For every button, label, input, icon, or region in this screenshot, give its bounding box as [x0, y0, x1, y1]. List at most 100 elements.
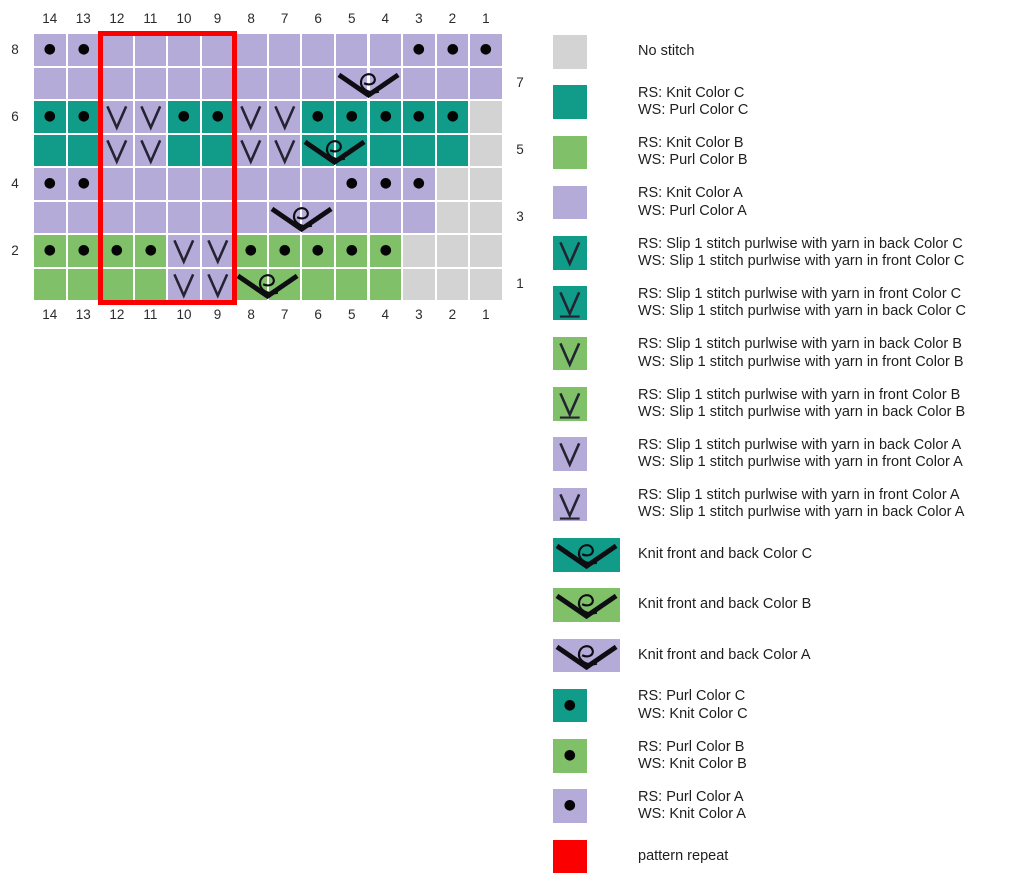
column-label-bottom: 9	[213, 306, 222, 322]
column-label-top: 6	[314, 11, 322, 26]
chart-cell-row7-col3	[402, 66, 436, 101]
legend-swatch	[553, 387, 587, 421]
legend-item: RS: Slip 1 stitch purlwise with yarn in …	[553, 286, 966, 321]
chart-cell-row7-col13	[66, 66, 101, 101]
chart-cell-row6-col12	[100, 100, 134, 134]
chart-cell-row3-col11	[133, 200, 168, 235]
purl-dot-icon	[245, 245, 257, 256]
legend-label-line: Knit front and back Color A	[638, 646, 811, 663]
legend-swatch	[553, 739, 587, 773]
row-label-right: 5	[516, 142, 524, 158]
chart-cell-row3-col13	[66, 200, 101, 235]
purl-dot-icon	[312, 245, 324, 256]
column-label-top: 2	[448, 11, 457, 26]
legend-swatch-column	[553, 789, 638, 823]
legend-swatch	[553, 286, 587, 321]
legend-label-line: WS: Purl Color C	[638, 102, 749, 119]
chart-cell-row6-col5	[334, 100, 369, 134]
legend-swatch	[553, 185, 587, 220]
legend-item: pattern repeat	[553, 839, 966, 874]
chart-cell-row5-col7	[267, 133, 302, 168]
purl-dot-icon	[145, 245, 156, 256]
chart-cell-row3-col10	[167, 200, 201, 235]
chart-cell-row6-col10	[167, 100, 201, 134]
chart-cell-row2-col14	[33, 234, 67, 268]
chart-cell-row6-col11	[133, 100, 168, 134]
chart-cell-row2-col4	[368, 234, 403, 268]
row-label-left: 6	[11, 108, 19, 124]
chart-cell-row5-col11	[133, 133, 168, 168]
chart-cell-row3-col4	[368, 200, 403, 235]
chart-cell-row3-col7	[267, 200, 302, 235]
chart-cell-row6-col1	[469, 100, 503, 134]
chart-cell-row8-col6	[301, 33, 335, 67]
row-label-right: 3	[516, 209, 524, 225]
purl-dot-icon	[379, 178, 391, 189]
chart-cell-row5-col2	[435, 133, 470, 168]
legend-label-line: Knit front and back Color B	[638, 596, 812, 613]
legend-item: Knit front and back Color C	[553, 537, 966, 572]
legend-label-line: RS: Slip 1 stitch purlwise with yarn in …	[638, 487, 960, 504]
slip-stitch-icon	[173, 240, 195, 266]
column-label-bottom: 11	[143, 306, 158, 322]
chart-cell-row5-col8	[234, 133, 268, 168]
purl-dot-icon	[44, 245, 56, 256]
chart-cell-row2-col11	[133, 234, 168, 268]
chart-cell-row7-col14	[33, 66, 67, 101]
chart-cell-row1-col8	[234, 267, 268, 302]
chart-cell-row5-col4	[368, 133, 403, 168]
chart-cell-row1-col9	[200, 267, 235, 302]
chart-cell-row4-col12	[100, 167, 134, 201]
column-label-bottom: 10	[176, 306, 192, 322]
legend-swatch	[553, 135, 587, 170]
chart-cell-row5-col13	[66, 133, 101, 168]
chart-cell-row5-col1	[469, 133, 503, 168]
legend-label-line: WS: Knit Color C	[638, 705, 748, 722]
chart-cell-row3-col14	[33, 200, 67, 235]
legend-item: RS: Slip 1 stitch purlwise with yarn in …	[553, 437, 966, 471]
chart-cell-row1-col12	[100, 267, 134, 302]
chart-cell-row4-col11	[133, 167, 168, 201]
purl-dot-icon	[111, 245, 123, 256]
legend-label-line: pattern repeat	[638, 847, 729, 864]
chart-cell-row5-col3	[402, 133, 436, 168]
chart-cell-row1-col7	[267, 267, 302, 302]
purl-dot-icon	[346, 178, 358, 189]
legend-label-line: RS: Slip 1 stitch purlwise with yarn in …	[638, 286, 962, 303]
legend-label: No stitch	[638, 43, 694, 60]
legend-label-line: WS: Slip 1 stitch purlwise with yarn in …	[638, 353, 964, 370]
chart-cell-row7-col9	[200, 66, 235, 101]
chart-cell-row1-col6	[301, 267, 335, 302]
legend-label-line: WS: Slip 1 stitch purlwise with yarn in …	[638, 303, 966, 320]
column-label-bottom: 2	[448, 306, 457, 322]
purl-dot-icon	[346, 245, 358, 256]
legend-swatch-column	[553, 35, 638, 69]
purl-dot-icon	[312, 111, 324, 122]
column-label-top: 8	[247, 11, 255, 26]
purl-dot-icon	[413, 43, 425, 55]
column-label-top: 11	[143, 11, 158, 26]
legend-swatch	[553, 688, 587, 723]
row-label-left: 8	[11, 41, 19, 57]
chart-cell-row8-col4	[368, 33, 403, 67]
column-label-top: 9	[213, 11, 222, 26]
chart-cell-row8-col2	[435, 33, 470, 67]
chart-cell-row2-col9	[200, 234, 235, 268]
legend-label: RS: Slip 1 stitch purlwise with yarn in …	[638, 236, 964, 270]
chart-cell-row3-col5	[334, 200, 369, 235]
chart-cell-row8-col3	[402, 33, 436, 67]
chart-cell-row2-col12	[100, 234, 134, 268]
chart-cell-row2-col5	[334, 234, 369, 268]
chart-cell-row4-col8	[234, 167, 268, 201]
chart-cell-row3-col12	[100, 200, 134, 235]
legend-label-line: No stitch	[638, 43, 695, 60]
slip-stitch-icon	[274, 139, 296, 165]
legend-label-line: RS: Purl Color C	[638, 688, 746, 705]
chart-cell-row4-col14	[33, 167, 67, 201]
column-label-bottom: 8	[247, 306, 255, 322]
column-label-bottom: 4	[381, 306, 390, 322]
legend-label: RS: Slip 1 stitch purlwise with yarn in …	[638, 387, 965, 421]
chart-cell-row7-col4	[368, 66, 403, 101]
